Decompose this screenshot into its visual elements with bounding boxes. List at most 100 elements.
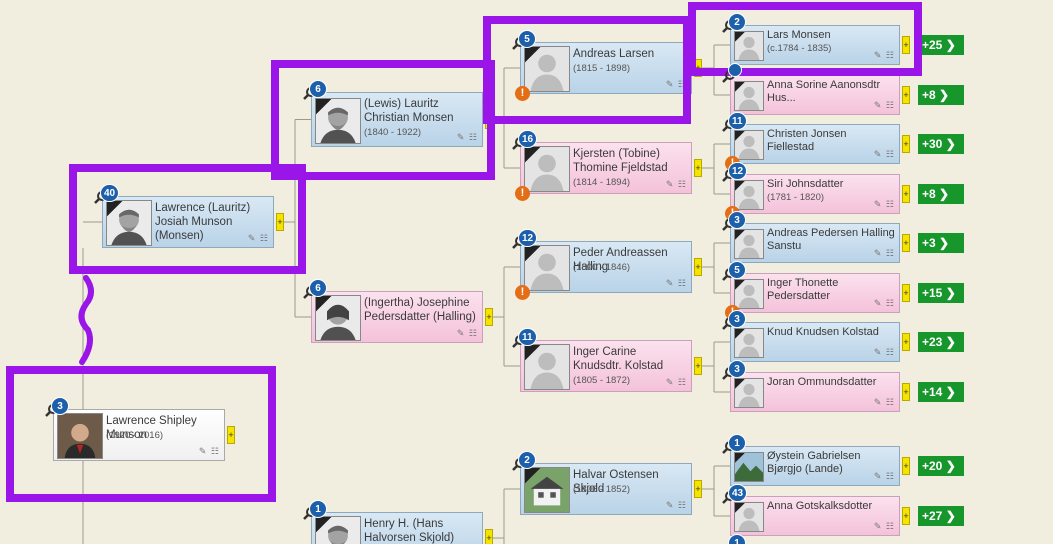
person-photo[interactable]: [734, 130, 764, 160]
person-card[interactable]: Inger Carine Knudsdtr. Kolstad(1805 - 18…: [520, 340, 692, 392]
person-card[interactable]: (Lewis) Lauritz Christian Monsen(1840 - …: [311, 92, 483, 147]
person-name[interactable]: (Lewis) Lauritz Christian Monsen: [364, 98, 454, 124]
person-name[interactable]: Lawrence (Lauritz) Josiah Munson (Monsen…: [155, 202, 251, 242]
person-photo[interactable]: [524, 344, 570, 390]
person-photo[interactable]: [524, 245, 570, 291]
expand-tab[interactable]: +: [902, 507, 910, 525]
expand-tab[interactable]: +: [902, 36, 910, 54]
person-photo[interactable]: [524, 467, 570, 513]
more-ancestors-button[interactable]: +23 ❯: [918, 332, 964, 352]
person-name[interactable]: Andreas Pedersen Halling Sanstu: [767, 227, 895, 252]
person-name[interactable]: Peder Andreassen Halling: [573, 247, 668, 273]
expand-tab[interactable]: +: [485, 110, 493, 129]
person-card[interactable]: Anna Gotskalksdotter✎ ☷: [730, 496, 900, 536]
person-photo[interactable]: [734, 81, 764, 111]
person-card[interactable]: Siri Johnsdatter(1781 - 1820)✎ ☷: [730, 174, 900, 214]
person-photo[interactable]: [734, 279, 764, 309]
expand-tab[interactable]: +: [902, 284, 910, 302]
warning-icon[interactable]: !: [515, 186, 530, 201]
edit-tree-icons[interactable]: ✎ ☷: [873, 298, 895, 308]
edit-tree-icons[interactable]: ✎ ☷: [665, 377, 687, 387]
more-ancestors-button[interactable]: +15 ❯: [918, 283, 964, 303]
person-card[interactable]: Peder Andreassen Halling(1800 - 1846)✎ ☷: [520, 241, 692, 293]
edit-tree-icons[interactable]: ✎ ☷: [873, 50, 895, 60]
expand-tab[interactable]: +: [485, 308, 493, 326]
expand-tab[interactable]: +: [902, 383, 910, 401]
person-card[interactable]: Lawrence Shipley Munson(1920 - 2016)✎ ☷: [53, 409, 225, 461]
person-name[interactable]: Knud Knudsen Kolstad: [767, 326, 879, 338]
person-photo[interactable]: [734, 378, 764, 408]
person-name[interactable]: Inger Thonette Pedersdatter: [767, 277, 839, 302]
person-name[interactable]: Lawrence Shipley Munson: [106, 415, 197, 441]
person-card[interactable]: Lawrence (Lauritz) Josiah Munson (Monsen…: [102, 196, 274, 248]
edit-tree-icons[interactable]: ✎ ☷: [873, 100, 895, 110]
expand-tab[interactable]: +: [694, 357, 702, 375]
record-count-badge[interactable]: 1: [309, 500, 327, 518]
record-count-badge[interactable]: 3: [728, 310, 746, 328]
expand-tab[interactable]: +: [227, 426, 235, 444]
record-count-badge-hidden[interactable]: [728, 63, 742, 77]
expand-tab[interactable]: +: [902, 185, 910, 203]
person-name[interactable]: Anna Sorine Aanonsdtr Hus...: [767, 79, 881, 104]
person-card[interactable]: Andreas Pedersen Halling Sanstu✎ ☷: [730, 223, 900, 263]
person-name[interactable]: Halvar Ostensen Skjold: [573, 469, 659, 495]
edit-tree-icons[interactable]: ✎ ☷: [873, 248, 895, 258]
more-ancestors-button[interactable]: +30 ❯: [918, 134, 964, 154]
person-name[interactable]: Anna Gotskalksdotter: [767, 500, 873, 512]
person-photo[interactable]: [315, 295, 361, 341]
record-count-badge[interactable]: 6: [309, 80, 327, 98]
person-photo[interactable]: [524, 146, 570, 192]
more-ancestors-button[interactable]: +14 ❯: [918, 382, 964, 402]
record-count-badge[interactable]: 3: [728, 211, 746, 229]
expand-tab[interactable]: +: [694, 159, 702, 177]
edit-tree-icons[interactable]: ✎ ☷: [247, 233, 269, 243]
record-count-badge[interactable]: 40: [100, 184, 120, 202]
more-ancestors-button[interactable]: +8 ❯: [918, 184, 964, 204]
edit-tree-icons[interactable]: ✎ ☷: [873, 397, 895, 407]
person-name[interactable]: Andreas Larsen: [573, 48, 655, 60]
more-ancestors-button[interactable]: +8 ❯: [918, 85, 964, 105]
record-count-badge[interactable]: 1: [728, 434, 746, 452]
person-photo[interactable]: [734, 328, 764, 358]
edit-tree-icons[interactable]: ✎ ☷: [873, 149, 895, 159]
person-photo[interactable]: [734, 229, 764, 259]
record-count-badge[interactable]: 11: [728, 112, 747, 130]
person-photo[interactable]: [57, 413, 103, 459]
person-name[interactable]: Henry H. (Hans Halvorsen Skjold): [364, 518, 455, 544]
person-card[interactable]: Knud Knudsen Kolstad✎ ☷: [730, 322, 900, 362]
edit-tree-icons[interactable]: ✎ ☷: [665, 79, 687, 89]
record-count-badge[interactable]: 6: [309, 279, 327, 297]
warning-icon[interactable]: !: [515, 86, 530, 101]
person-name[interactable]: Joran Ommundsdatter: [767, 376, 877, 388]
edit-tree-icons[interactable]: ✎ ☷: [665, 278, 687, 288]
record-count-badge[interactable]: 12: [518, 229, 538, 247]
person-photo[interactable]: [315, 97, 361, 144]
record-count-badge[interactable]: 16: [518, 130, 538, 148]
person-photo[interactable]: [734, 452, 764, 482]
edit-tree-icons[interactable]: ✎ ☷: [665, 500, 687, 510]
edit-tree-icons[interactable]: ✎ ☷: [665, 179, 687, 189]
expand-tab[interactable]: +: [694, 480, 702, 498]
warning-icon[interactable]: !: [515, 285, 530, 300]
person-card[interactable]: Lars Monsen(c.1784 - 1835)✎ ☷: [730, 25, 900, 65]
edit-tree-icons[interactable]: ✎ ☷: [456, 132, 478, 142]
person-photo[interactable]: [734, 502, 764, 532]
expand-tab[interactable]: +: [902, 234, 910, 252]
person-name[interactable]: Christen Jonsen Fiellestad: [767, 128, 847, 153]
edit-tree-icons[interactable]: ✎ ☷: [456, 328, 478, 338]
person-photo[interactable]: [315, 516, 361, 544]
person-photo[interactable]: [734, 180, 764, 210]
person-name[interactable]: Kjersten (Tobine) Thomine Fjeldstad: [573, 148, 668, 174]
person-card[interactable]: Halvar Ostensen Skjold(1806 - 1852)✎ ☷: [520, 463, 692, 515]
expand-tab[interactable]: +: [902, 86, 910, 104]
person-photo[interactable]: [734, 31, 764, 61]
more-ancestors-button[interactable]: +3 ❯: [918, 233, 964, 253]
expand-tab[interactable]: +: [694, 59, 702, 77]
record-count-badge[interactable]: 12: [728, 162, 748, 180]
person-name[interactable]: Lars Monsen: [767, 29, 831, 41]
person-name[interactable]: (Ingertha) Josephine Pedersdatter (Halli…: [364, 297, 476, 323]
person-name[interactable]: Siri Johnsdatter: [767, 178, 844, 190]
person-card[interactable]: Andreas Larsen(1815 - 1898)✎ ☷: [520, 42, 692, 94]
expand-tab[interactable]: +: [902, 333, 910, 351]
more-ancestors-button[interactable]: +27 ❯: [918, 506, 964, 526]
